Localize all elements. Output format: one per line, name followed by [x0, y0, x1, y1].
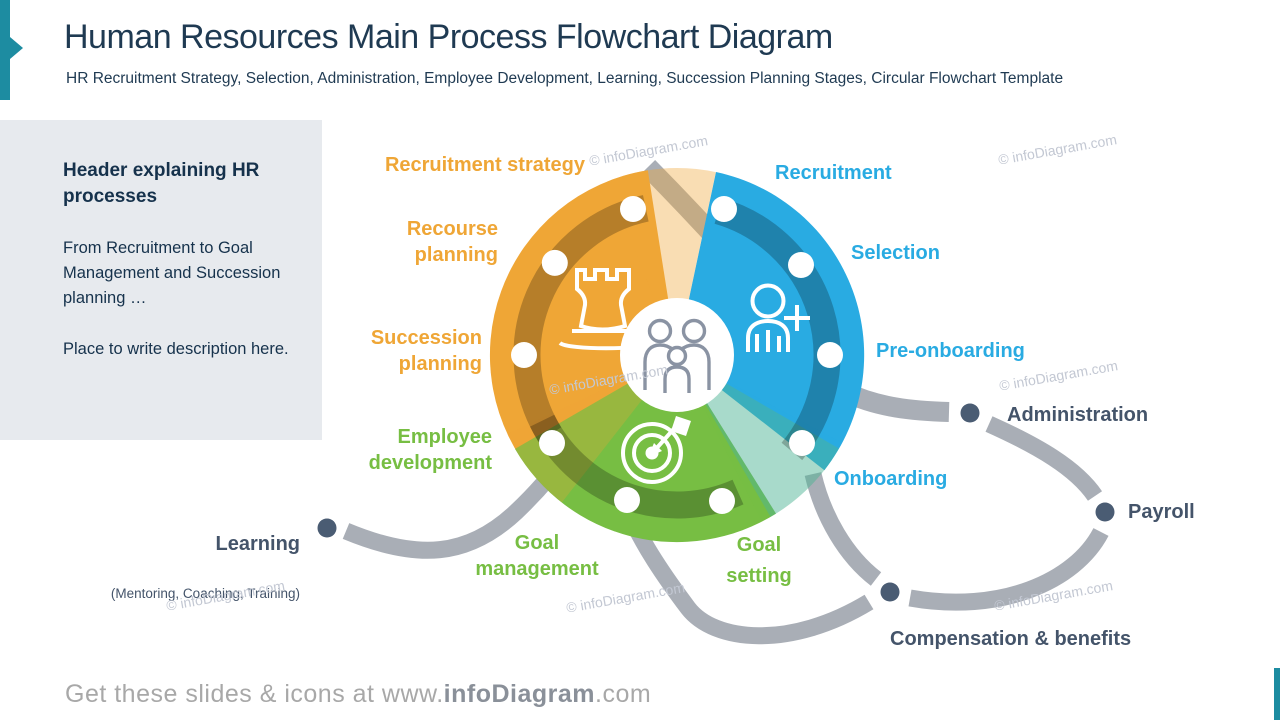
recruitment-stage-arc	[714, 197, 841, 461]
panel-paragraph-2: Place to write description here.	[63, 340, 289, 358]
stage-dot-goal-setting	[709, 488, 735, 514]
satellite-dots	[317, 403, 1115, 602]
page-title: Human Resources Main Process Flowchart D…	[64, 18, 833, 56]
target-goal-icon	[621, 416, 691, 484]
label-compensation-benefits: Compensation & benefits	[890, 628, 1132, 650]
footer-brand: infoDiagram	[443, 680, 596, 708]
page-subtitle: HR Recruitment Strategy, Selection, Admi…	[66, 70, 1064, 87]
center-bubble	[620, 298, 734, 412]
panel-heading: Header explaining HR processes	[63, 160, 260, 207]
stage-dot-recruitment	[711, 196, 737, 222]
stage-dot-recruitment-strategy	[620, 196, 646, 222]
label-recruitment: Recruitment	[775, 162, 892, 184]
connector-arc-onboarding-compensation	[804, 471, 882, 586]
label-employee-development: Employee development	[368, 426, 492, 474]
segment-recruitment-overlay	[677, 355, 843, 517]
stage-dot-recourse-planning	[541, 249, 568, 276]
label-pre-onboarding: Pre-onboarding	[876, 340, 1025, 362]
process-wheel	[489, 168, 865, 543]
teal-accent-bar	[0, 0, 10, 100]
stage-dot-onboarding	[789, 430, 815, 456]
footer-suffix: .com	[595, 680, 652, 708]
label-recourse-planning: Recourse planning	[406, 218, 498, 266]
stage-dot-goal-management	[614, 487, 640, 513]
panel-paragraph-1: From Recruitment to Goal Management and …	[63, 239, 281, 307]
segment-development-overlay	[677, 355, 839, 522]
label-goal-management: Goal management	[475, 532, 599, 580]
footer-note: Get these slides & icons at www.infoDiag…	[65, 680, 651, 709]
stage-dot-pre-onboarding	[817, 342, 843, 368]
label-recruitment-strategy: Recruitment strategy	[384, 154, 585, 176]
label-selection: Selection	[851, 242, 940, 264]
label-succession-planning: Succession planning	[370, 327, 482, 375]
add-person-icon	[746, 283, 810, 352]
teal-bottom-accent	[1274, 668, 1280, 720]
administration-dot	[960, 403, 980, 423]
footer-prefix: Get these slides & icons at www.	[65, 680, 444, 708]
connector-arc-payroll-compensation	[908, 527, 1109, 611]
family-people-icon	[643, 318, 711, 393]
stage-dot-employee-development	[539, 430, 565, 456]
segment-planning-wedge	[489, 170, 677, 478]
stage-dot-succession-planning	[511, 342, 537, 368]
label-learning-sub: (Mentoring, Coaching, Training)	[110, 586, 300, 601]
label-onboarding: Onboarding	[834, 468, 948, 490]
connector-arc-administration-payroll	[985, 416, 1103, 502]
teal-accent-arrow-icon	[10, 37, 23, 59]
stage-dots	[511, 196, 843, 514]
planning-stage-arc	[513, 195, 649, 442]
label-payroll: Payroll	[1128, 501, 1195, 523]
compensation-dot	[880, 582, 900, 602]
learning-dot	[317, 518, 337, 538]
label-administration: Administration	[1007, 404, 1149, 426]
label-learning-title: Learning	[215, 533, 300, 555]
description-panel: Header explaining HR processes From Recr…	[0, 120, 322, 440]
label-learning: Learning (Mentoring, Coaching, Training)	[95, 505, 300, 628]
label-goal-setting: Goal setting	[726, 534, 792, 587]
payroll-dot	[1095, 502, 1115, 522]
stage-dot-selection	[788, 252, 814, 278]
connector-arc-compensation-goal	[622, 511, 874, 645]
